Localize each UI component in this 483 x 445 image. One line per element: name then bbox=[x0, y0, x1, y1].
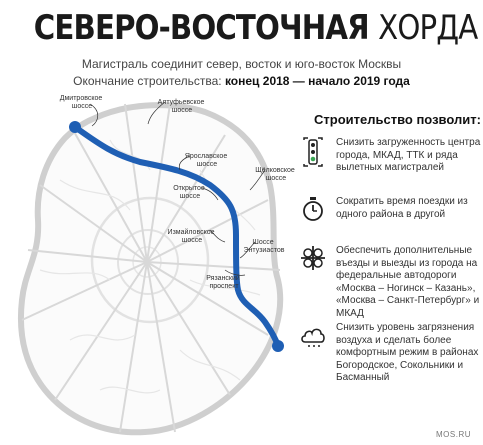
page-title: СЕВЕРО-ВОСТОЧНАЯ ХОРДА bbox=[33, 8, 478, 48]
label-entuziastov: Шоссе Энтузиастов bbox=[244, 239, 285, 254]
label-izmailovskoe: Измайловское шоссе bbox=[168, 228, 217, 244]
label-otkrytoe: Открытое шоссе bbox=[173, 185, 207, 200]
label-altufievskoe: Алтуфьевское шоссе bbox=[158, 99, 207, 114]
radial-roads bbox=[21, 103, 281, 433]
chord-route bbox=[72, 124, 281, 349]
cloud-icon bbox=[300, 322, 326, 348]
benefit-text: Снизить уровень загрязнения воздуха и сд… bbox=[336, 322, 479, 383]
moscow-map: Дмитровское шоссе Алтуфьевское шоссе Яро… bbox=[17, 95, 297, 436]
road-junction-icon bbox=[300, 245, 326, 271]
stopwatch-icon bbox=[300, 196, 326, 222]
route-end-marker bbox=[272, 340, 284, 352]
title-bold: СЕВЕРО-ВОСТОЧНАЯ bbox=[33, 8, 370, 48]
label-schelkovskoe: Щёлковское шоссе bbox=[255, 167, 297, 182]
label-leaders bbox=[89, 101, 266, 276]
benefit-text: Снизить загруженность центра города, МКА… bbox=[336, 137, 481, 173]
ttk-ring bbox=[90, 196, 210, 324]
benefits-heading: Строительство позволит: bbox=[314, 112, 481, 127]
benefit-text: Обеспечить дополнительные въезды и выезд… bbox=[336, 245, 480, 319]
completion-prefix: Окончание строительства: bbox=[73, 74, 222, 88]
traffic-light-icon bbox=[300, 137, 326, 167]
completion-line: Окончание строительства: конец 2018 — на… bbox=[0, 74, 483, 88]
completion-value: конец 2018 — начало 2019 года bbox=[224, 74, 410, 88]
label-ryazanskiy: Рязанский проспект bbox=[206, 274, 242, 290]
title-light: ХОРДА bbox=[378, 8, 478, 48]
source-label: MOS.RU bbox=[436, 430, 471, 439]
benefit-text: Сократить время поездки из одного района… bbox=[336, 196, 468, 220]
subtitle: Магистраль соединит север, восток и юго-… bbox=[81, 57, 402, 71]
route-start-marker bbox=[69, 121, 81, 133]
label-yaroslavskoe: Ярославское шоссе bbox=[185, 153, 229, 168]
label-dmitrovskoe: Дмитровское шоссе bbox=[60, 95, 104, 110]
garden-ring bbox=[117, 229, 179, 295]
